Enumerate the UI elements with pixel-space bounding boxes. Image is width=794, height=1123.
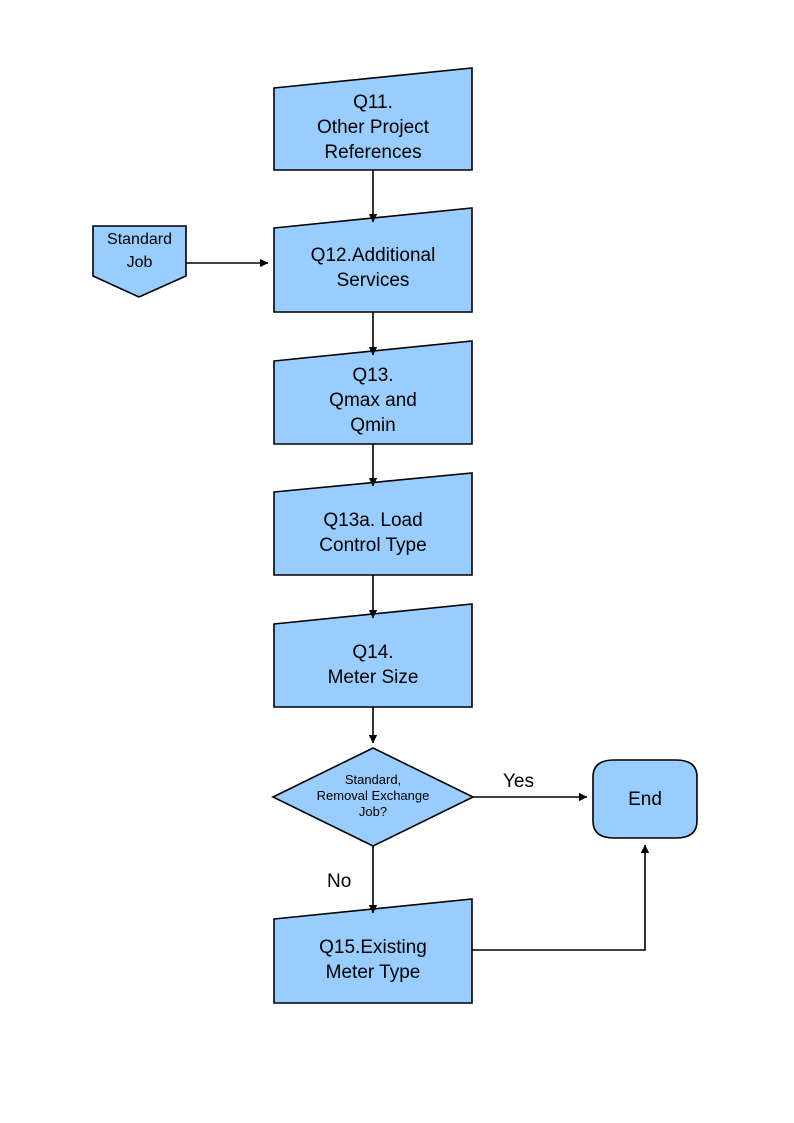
- q13a-load-control-type-shape[interactable]: [273, 472, 473, 576]
- edge-label-no: No: [327, 871, 352, 892]
- q12-additional-services-shape[interactable]: [273, 207, 473, 313]
- q13-qmax-and-qmin-shape[interactable]: [273, 340, 473, 445]
- q14-meter-size-shape[interactable]: [273, 603, 473, 708]
- edge-label-yes: Yes: [503, 771, 534, 792]
- q15-existing-meter-type-shape[interactable]: [273, 898, 473, 1004]
- standard-job-connector-shape[interactable]: [92, 225, 187, 298]
- end-terminator-shape[interactable]: [592, 759, 698, 839]
- q11-other-project-references-shape[interactable]: [273, 67, 473, 171]
- decision-standard-removal-exchange-job-shape[interactable]: [271, 747, 475, 847]
- edge-q15-to-end-path: [472, 844, 650, 951]
